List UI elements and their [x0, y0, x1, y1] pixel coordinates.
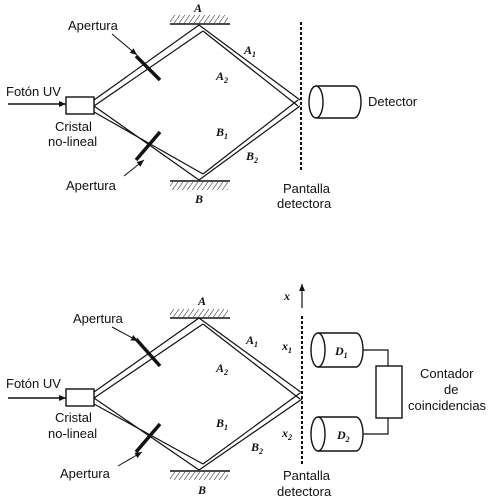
top-photon-label: Fotón UV: [6, 84, 61, 99]
bottom-counter-label-3: coincidencias: [408, 398, 487, 413]
bottom-path-b2: B2: [250, 440, 263, 456]
bottom-crystal-label-2: no-lineal: [48, 426, 97, 441]
bottom-aperture-lower: [134, 422, 162, 454]
bottom-counter-label-1: Contador: [420, 366, 474, 381]
bottom-mirror-b-label: B: [197, 483, 206, 497]
top-beam-paths: [93, 24, 301, 181]
top-crystal: [65, 96, 95, 115]
bottom-x1-label: x1: [281, 339, 292, 355]
bottom-aperture-lower-label: Apertura: [60, 466, 111, 481]
bottom-x2-label: x2: [281, 426, 292, 442]
top-path-b2: B2: [245, 149, 258, 165]
top-mirror-b: [170, 180, 230, 190]
top-aperture-upper: [134, 54, 162, 82]
top-aperture-lower: [134, 130, 162, 162]
top-aperture-lower-pointer: [123, 159, 145, 177]
top-aperture-upper-pointer: [111, 33, 138, 56]
bottom-counter-label-2: de: [444, 382, 458, 397]
bottom-crystal: [65, 388, 95, 407]
bottom-photon-label: Fotón UV: [6, 376, 61, 391]
bottom-diagram: Fotón UV Cristal no-lineal A B: [6, 284, 487, 499]
bottom-path-a2: A2: [215, 361, 228, 377]
bottom-path-b1: B1: [215, 416, 228, 432]
top-detector-label: Detector: [368, 94, 418, 109]
bottom-mirror-a: [170, 309, 230, 319]
bottom-detector-d1: [310, 332, 364, 368]
bottom-screen-label-2: detectora: [277, 484, 332, 499]
top-detector: [308, 85, 362, 119]
bottom-counter-wires: [363, 349, 389, 435]
top-mirror-a: [170, 15, 230, 25]
bottom-aperture-upper: [134, 337, 162, 368]
bottom-screen-label-1: Pantalla: [283, 468, 331, 483]
bottom-path-a1: A1: [245, 333, 258, 349]
bottom-x-axis-label: x: [283, 289, 290, 303]
bottom-d1-label: D1: [334, 344, 348, 360]
bottom-beam-paths: [93, 317, 303, 471]
top-path-a2: A2: [215, 69, 228, 85]
bottom-mirror-b: [170, 470, 230, 480]
bottom-aperture-upper-pointer: [111, 326, 139, 342]
top-path-b1: B1: [215, 125, 228, 141]
top-mirror-b-label: B: [194, 192, 203, 206]
top-diagram: Fotón UV Cristal no-lineal A B: [6, 1, 418, 211]
top-mirror-a-label: A: [193, 1, 202, 15]
top-path-a1: A1: [243, 43, 256, 59]
top-crystal-label-2: no-lineal: [48, 134, 97, 149]
bottom-coincidence-counter: [375, 365, 403, 419]
top-screen-label-2: detectora: [277, 196, 332, 211]
bottom-crystal-label-1: Cristal: [55, 410, 92, 425]
bottom-d2-label: D2: [336, 428, 350, 444]
top-crystal-label-1: Cristal: [55, 119, 92, 134]
bottom-mirror-a-label: A: [197, 294, 206, 308]
bottom-detector-d2: [310, 416, 364, 452]
top-screen-label-1: Pantalla: [283, 181, 331, 196]
bottom-aperture-lower-pointer: [117, 451, 143, 467]
top-aperture-upper-label: Apertura: [68, 18, 119, 33]
bottom-aperture-upper-label: Apertura: [73, 311, 124, 326]
top-aperture-lower-label: Apertura: [66, 178, 117, 193]
